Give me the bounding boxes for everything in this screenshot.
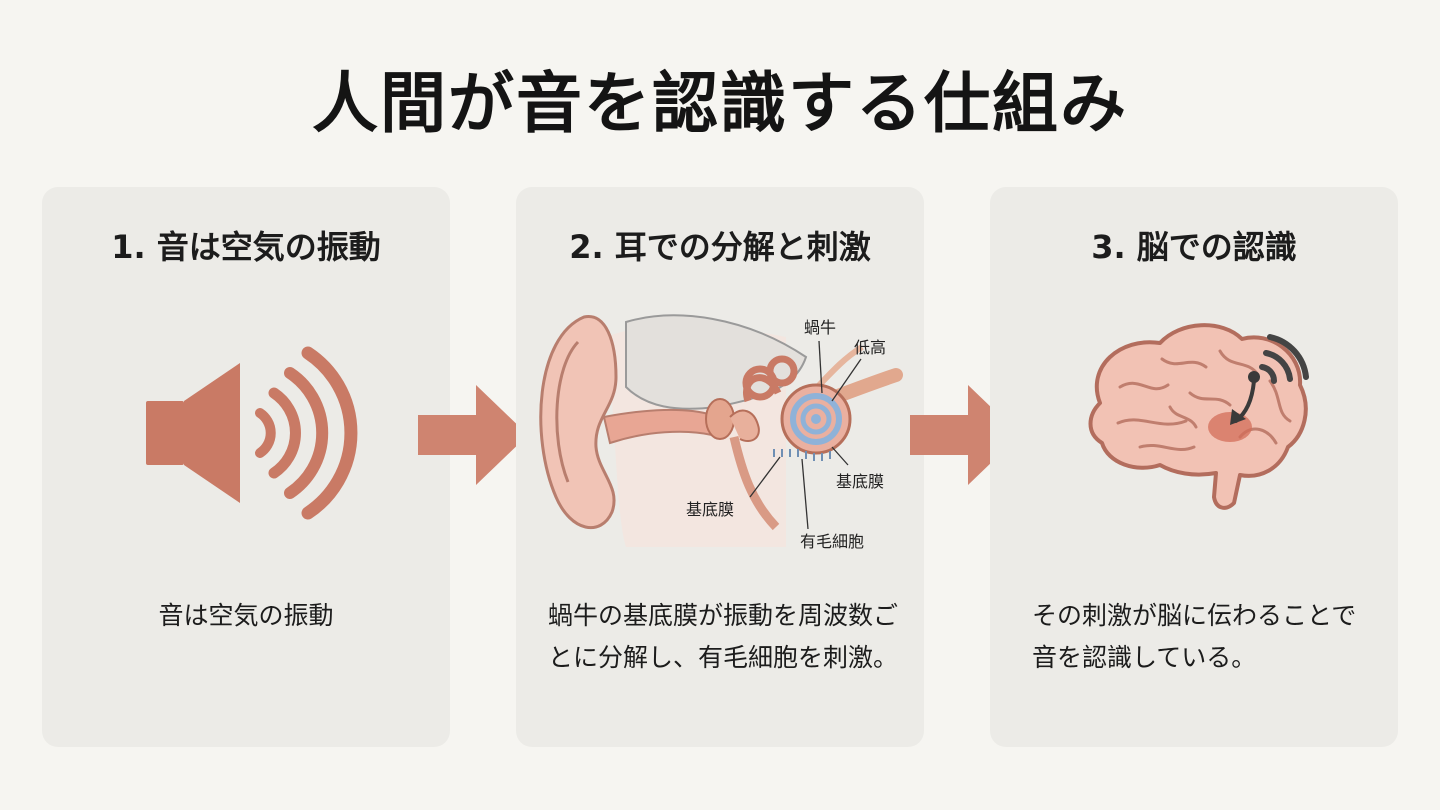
step-card-1: 1. 音は空気の振動 音は空気の振動 (42, 187, 450, 747)
step-card-3: 3. 脳での認識 その刺激が脳に伝わることで音を認識している。 (990, 187, 1398, 747)
step-card-2: 2. 耳での分解と刺激 (516, 187, 924, 747)
step-description: 音は空気の振動 (158, 601, 334, 630)
step-description: 蝸牛の基底膜が振動を周波数ごとに分解し、有毛細胞を刺激。 (548, 601, 899, 672)
arrow-right-icon (418, 385, 528, 485)
step-heading: 2. 耳での分解と刺激 (569, 228, 871, 266)
ear-anatomy-diagram: 蝸牛 低高 基底膜 基底膜 有毛細胞 (539, 314, 903, 551)
page-title: 人間が音を認識する仕組み (312, 64, 1128, 142)
label-hair-cells: 有毛細胞 (800, 532, 864, 551)
label-cochlea: 蝸牛 (804, 318, 836, 337)
speaker-sound-waves-icon (146, 346, 358, 520)
step-heading: 3. 脳での認識 (1091, 228, 1297, 266)
label-basilar-membrane-left: 基底膜 (686, 500, 734, 519)
step-description: その刺激が脳に伝わることで音を認識している。 (1032, 601, 1357, 672)
label-pitch: 低高 (854, 338, 886, 357)
brain-signal-icon (1088, 323, 1309, 510)
label-basilar-membrane-right: 基底膜 (836, 472, 884, 491)
step-heading: 1. 音は空気の振動 (111, 228, 381, 266)
